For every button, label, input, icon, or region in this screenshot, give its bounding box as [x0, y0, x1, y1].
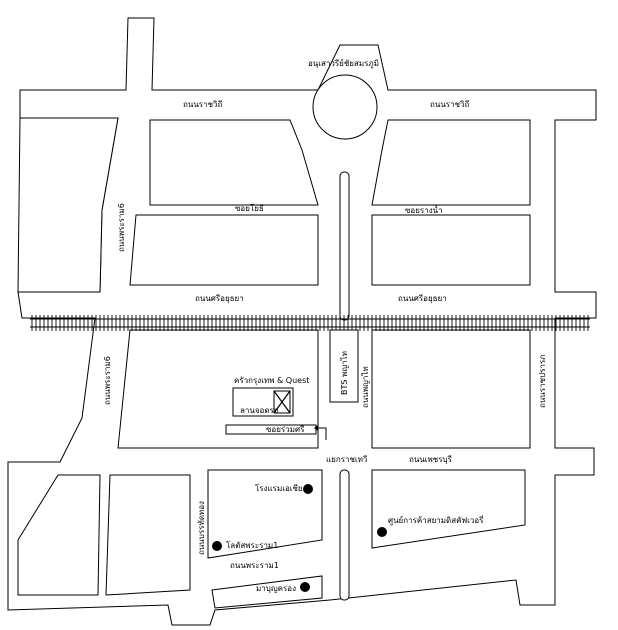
- siam-discovery-marker-icon: [377, 527, 387, 537]
- ratchawithi-left-label: ถนนราชวิถี: [183, 100, 222, 109]
- rama1-road-label: ถนนพระราม1: [230, 561, 279, 570]
- block-siam-discovery: [371, 469, 526, 549]
- block-phayathai-east-railway: [371, 329, 531, 449]
- block-ratchawithi-north-right: [371, 119, 531, 206]
- siam-discovery-label: ศูนย์การค้าสยามดิสคัฟเวอรี่: [388, 514, 484, 526]
- block-phayathai-west-railway: [117, 329, 319, 449]
- asia-hotel-label: โรงแรมเอเชีย: [255, 483, 303, 493]
- phayathai-road-label: ถนนพญาไท: [361, 366, 370, 408]
- soi-ruamsri-label: ซอยร่วมศรี: [266, 425, 305, 434]
- asia-hotel-marker-icon: [303, 484, 313, 494]
- block-phra-ram6-lower-left: [17, 474, 101, 596]
- block-mbk: [211, 575, 323, 609]
- ratchathewi-intersection-label: แยกราชเทวี: [326, 455, 367, 464]
- block-banthat-thong-west: [105, 474, 191, 596]
- sri-ayutthaya-right-label: ถนนศรีอยุธยา: [398, 294, 447, 303]
- railway-track: [30, 315, 590, 331]
- block-ratchawithi-north-left: [149, 119, 319, 206]
- marker-cross-2: [273, 390, 291, 414]
- banthat-thong-label: ถนนบรรทัดทอง: [197, 501, 206, 555]
- block-top-left-edge: [17, 117, 119, 293]
- ratchawithi-right-label: ถนนราชวิถี: [430, 100, 469, 109]
- block-rangnam-south: [371, 214, 531, 286]
- phra-ram6-upper-label: ถนนพระราม6: [117, 203, 126, 252]
- ratchaprarop-label: ถนนราชปรารภ: [538, 355, 547, 408]
- bts-phayathai-station: [329, 329, 359, 403]
- bts-phayathai-label: BTS พญาไท: [340, 351, 349, 395]
- entrance-arrow-icon: [318, 427, 327, 440]
- block-yothi-south: [129, 214, 319, 286]
- monument-label: อนุเสาวรีย์ชัยสมรภูมิ: [308, 58, 379, 69]
- phra-ram6-lower-label: ถนนพระราม6: [103, 356, 112, 405]
- sri-ayutthaya-left-label: ถนนศรีอยุธยา: [195, 294, 244, 303]
- mahboonkrong-label: มาบุญครอง: [256, 584, 296, 593]
- phayathai-median-south: [339, 469, 350, 601]
- mbk-marker-icon: [300, 582, 310, 592]
- entrance-arrow-head-icon: [314, 425, 318, 431]
- phetchaburi-label: ถนนเพชรบุรี: [409, 455, 453, 464]
- lotus-rama1-label: โลตัสพระราม1: [226, 540, 278, 550]
- parking-label: ลานจอดรถ: [240, 406, 279, 415]
- phayathai-median-north: [339, 171, 350, 321]
- block-asia-hotel: [207, 469, 323, 559]
- lotus-rama1-marker-icon: [212, 541, 222, 551]
- krua-krungthep-label: ครัวกรุงเทพ & Quest: [234, 376, 309, 385]
- victory-monument-roundabout: [312, 74, 378, 140]
- soi-yothi-label: ซอยโยธี: [235, 203, 264, 213]
- soi-rangnam-label: ซอยรางน้ำ: [405, 204, 443, 215]
